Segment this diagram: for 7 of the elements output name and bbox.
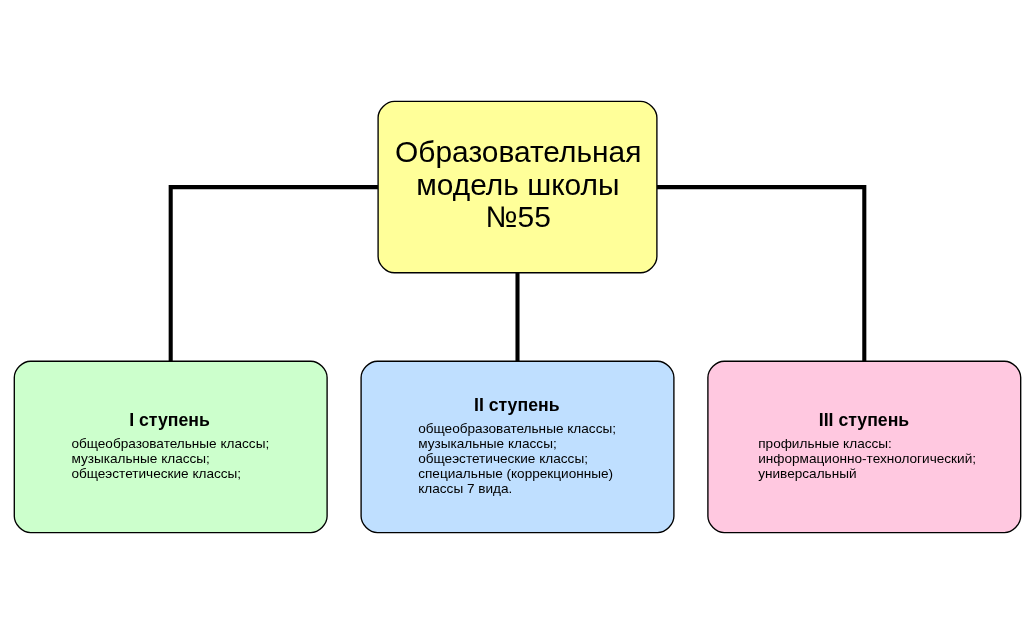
connector xyxy=(657,185,867,362)
node-box: II ступень общеобразовательные классы; музыкальные классы; общеэстетические классы; специальные (коррекционные) классы 7 вида. xyxy=(360,360,675,534)
node-box: Образовательная модель школы №55 xyxy=(377,100,658,274)
node-box: III ступень профильные классы: информационно-технологический; универсальный xyxy=(707,360,1022,534)
connector xyxy=(515,272,520,362)
node-box: I ступень общеобразовательные классы; музыкальные классы; общеэстетические классы; xyxy=(13,360,328,534)
connector xyxy=(168,185,378,362)
